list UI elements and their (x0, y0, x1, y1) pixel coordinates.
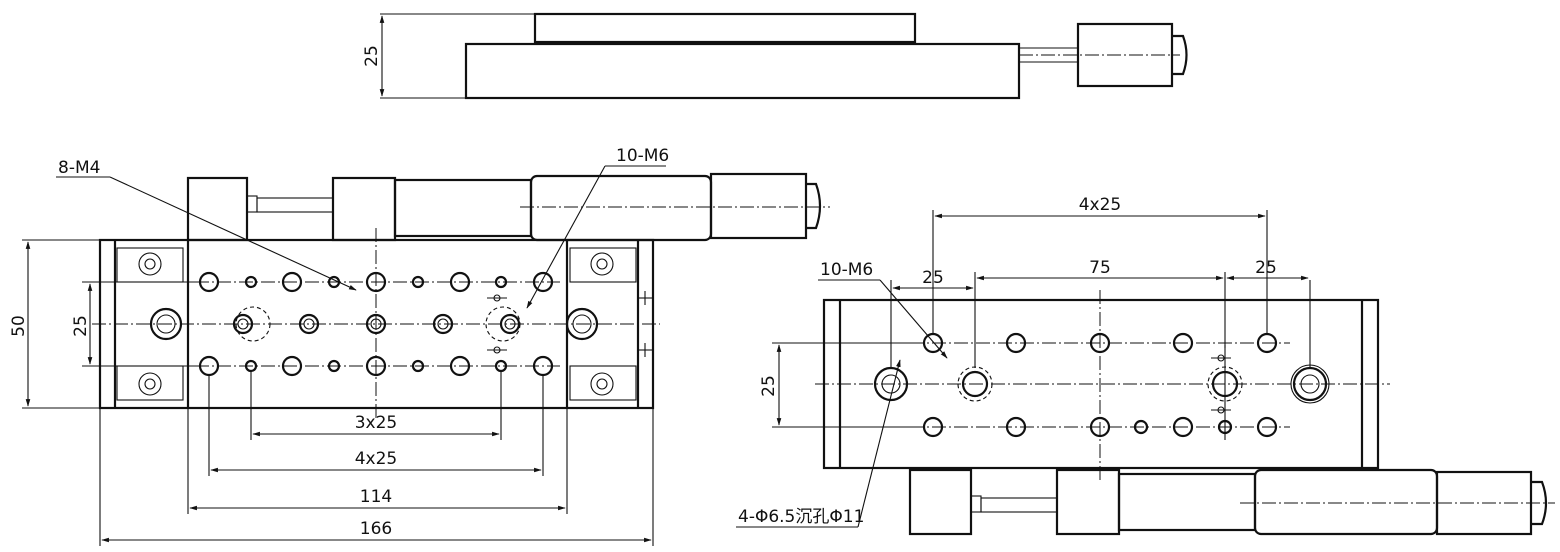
front-height-dim-label: 50 (9, 315, 29, 337)
front-m4-leader (109, 176, 357, 291)
top-view: 25 (362, 12, 1188, 100)
side-row-dim-label: 25 (759, 375, 779, 397)
side-m6-callout: 10-M6 (820, 260, 873, 280)
front-motor-block (186, 176, 249, 242)
front-m6-callout: 10-M6 (616, 146, 669, 166)
side-cbore-leader (857, 359, 901, 528)
side-micrometer-barrel (1117, 472, 1257, 532)
front-view: 8-M4 10-M6 50 25 3x25 4x25 114 166 (9, 146, 830, 546)
side-cbore-callout: 4-Φ6.5沉孔Φ11 (738, 507, 864, 527)
side-4x25-dim-label: 4x25 (1079, 195, 1122, 215)
side-25-left-dim-label: 25 (922, 268, 944, 288)
front-micrometer-sleeve (529, 174, 713, 242)
side-knob-cap (1531, 480, 1548, 526)
front-166-dim-label: 166 (360, 519, 392, 539)
side-25-right-dim-label: 25 (1255, 258, 1277, 278)
front-3x25-dim-label: 3x25 (355, 413, 398, 433)
side-m6-holes (922, 332, 1278, 438)
front-m6-leader (526, 165, 606, 309)
front-center-holes (232, 294, 521, 354)
top-knob-cap (1172, 34, 1188, 76)
front-114-dim-label: 114 (360, 487, 392, 507)
front-m6-holes (198, 271, 554, 377)
side-motor-block (908, 468, 973, 536)
front-4x25-dim-label: 4x25 (355, 449, 398, 469)
front-micrometer-barrel (393, 178, 533, 238)
side-bearing-block (1055, 468, 1121, 536)
top-height-dim-label: 25 (362, 45, 382, 67)
side-micrometer-sleeve (1253, 468, 1439, 536)
front-m4-callout: 8-M4 (58, 158, 100, 178)
front-knob-cap (806, 182, 822, 230)
side-view: 4x25 25 75 25 25 10-M6 4-Φ6.5沉孔Φ11 (736, 195, 1555, 536)
front-clamp-screws (138, 252, 614, 396)
top-base-body (464, 42, 1021, 100)
top-micrometer-knob (1076, 22, 1174, 88)
side-m6-leader (879, 279, 948, 359)
front-bearing-block (331, 176, 397, 242)
side-small-holes (1133, 345, 1233, 440)
front-row-dim-label: 25 (71, 315, 91, 337)
top-carriage-plate (533, 12, 917, 44)
front-m4-holes (244, 275, 508, 373)
side-75-dim-label: 75 (1089, 258, 1111, 278)
front-micrometer-knob (709, 172, 808, 240)
